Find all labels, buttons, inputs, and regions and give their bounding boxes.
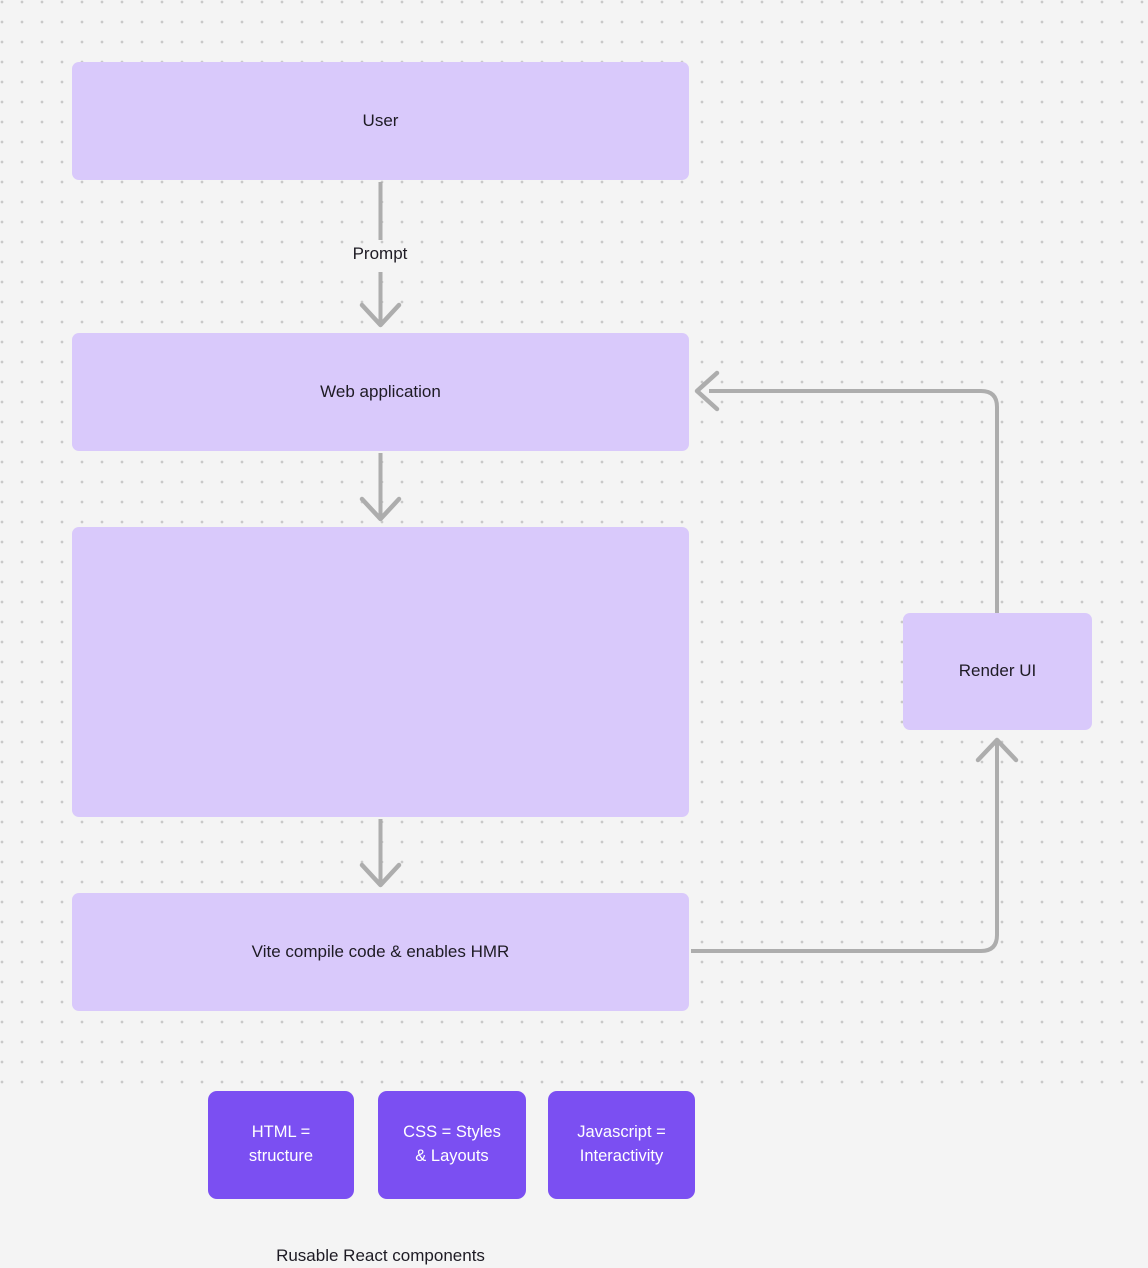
- node-render-ui[interactable]: Render UI: [903, 613, 1092, 730]
- node-vite-label: Vite compile code & enables HMR: [251, 941, 510, 961]
- node-vite[interactable]: Vite compile code & enables HMR: [72, 893, 689, 1011]
- node-user[interactable]: User: [72, 62, 689, 180]
- node-css[interactable]: CSS = Styles & Layouts: [378, 1091, 526, 1199]
- node-web-application[interactable]: Web application: [72, 333, 689, 451]
- arrowhead-vite-top: [359, 862, 402, 888]
- node-user-label: User: [362, 110, 399, 130]
- node-css-label: CSS = Styles & Layouts: [403, 1123, 501, 1165]
- node-render-ui-label: Render UI: [958, 661, 1037, 681]
- node-react-components-group[interactable]: HTML = structure CSS = Styles & Layouts …: [72, 527, 695, 1265]
- edge-vite-to-render: [691, 742, 999, 953]
- node-javascript[interactable]: Javascript = Interactivity: [548, 1091, 695, 1199]
- node-web-application-label: Web application: [320, 381, 441, 401]
- node-html-label: HTML = structure: [248, 1123, 314, 1165]
- edge-label-prompt: Prompt: [340, 244, 420, 264]
- edge-render-to-webapp: [709, 389, 999, 613]
- node-react-components-caption: Rusable React components: [276, 1246, 485, 1265]
- node-javascript-label: Javascript = Interactivity: [577, 1123, 666, 1165]
- arrowhead-webapp-right: [694, 370, 720, 412]
- arrowhead-webapp-top: [359, 302, 402, 328]
- arrowhead-components-top: [359, 496, 402, 522]
- node-html[interactable]: HTML = structure: [208, 1091, 354, 1199]
- arrowhead-render-bottom: [975, 737, 1019, 763]
